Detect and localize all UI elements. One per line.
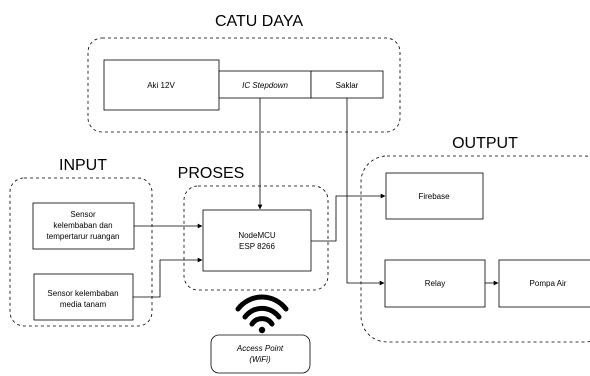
node-nodemcu: NodeMCU ESP 8266 [202, 209, 312, 272]
power-group-frame [87, 37, 401, 133]
node-saklar: Saklar [310, 70, 384, 99]
svg-text:ESP 8266: ESP 8266 [239, 242, 275, 251]
svg-text:Aki 12V: Aki 12V [147, 81, 175, 90]
node-access-point: Access Point (WiFi) [210, 334, 311, 374]
svg-text:Sensor kelembaban: Sensor kelembaban [47, 289, 118, 298]
svg-text:tempertarur ruangan: tempertarur ruangan [47, 232, 120, 241]
svg-text:media tanam: media tanam [60, 300, 107, 309]
power-group-title: CATU DAYA [215, 13, 303, 30]
wifi-icon [235, 294, 289, 334]
svg-text:IC Stepdown: IC Stepdown [242, 81, 288, 90]
svg-text:Pompa Air: Pompa Air [530, 279, 567, 288]
output-group-frame [360, 155, 590, 343]
svg-text:Saklar: Saklar [336, 81, 359, 90]
svg-text:Firebase: Firebase [418, 192, 450, 201]
svg-text:Sensor: Sensor [70, 210, 96, 219]
input-group-title: INPUT [59, 157, 107, 174]
connector-saklar-to-relay [346, 98, 385, 286]
node-sensor-room: Sensor kelembaban dan tempertarur ruanga… [32, 202, 135, 250]
input-group-frame [9, 177, 153, 327]
svg-text:(WiFi): (WiFi) [249, 355, 271, 364]
connector-sensor-media-to-nodemcu [133, 257, 203, 298]
node-pompa-air: Pompa Air [498, 259, 590, 308]
svg-text:Relay: Relay [425, 279, 445, 288]
node-firebase: Firebase [385, 172, 484, 220]
connector-nodemcu-to-firebase [311, 193, 386, 242]
node-sensor-media: Sensor kelembaban media tanam [33, 273, 134, 321]
process-group-title: PROSES [178, 165, 245, 182]
svg-text:kelembaban dan: kelembaban dan [53, 221, 112, 230]
node-aki: Aki 12V [103, 59, 220, 111]
node-ic-stepdown: IC Stepdown [218, 70, 312, 99]
svg-text:Access Point: Access Point [236, 344, 284, 353]
svg-text:NodeMCU: NodeMCU [238, 231, 276, 240]
output-group-title: OUTPUT [452, 135, 518, 152]
process-group-frame [183, 185, 329, 291]
node-relay: Relay [384, 259, 486, 308]
